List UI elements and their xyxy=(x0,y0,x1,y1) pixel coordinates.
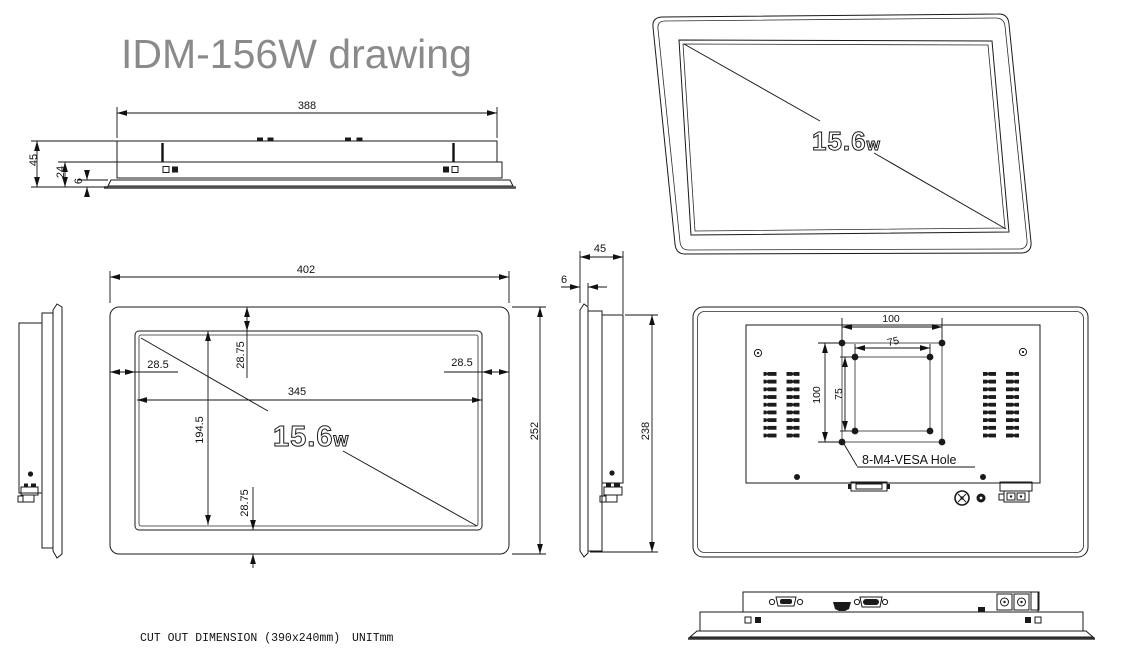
dim-vesa-100-v: 100 xyxy=(811,342,840,443)
dim-252-label: 252 xyxy=(529,422,541,440)
dim-vesa-75-h-label: 75 xyxy=(886,335,900,350)
vent-slots-right-1 xyxy=(983,372,996,438)
rear-power-terminal xyxy=(998,481,1033,503)
vent-slots-right-2 xyxy=(1006,372,1019,438)
dim-238: 238 xyxy=(590,314,658,553)
dim-vesa-100-h: 100 xyxy=(841,312,943,340)
top-profile-view: 388 45 24 6 xyxy=(28,100,516,197)
dim-6-side-label: 6 xyxy=(561,274,567,286)
bottom-view xyxy=(688,591,1095,640)
dim-vesa-100-v-label: 100 xyxy=(811,386,823,404)
drawing-title: IDM-156W drawing xyxy=(121,31,472,77)
dim-28-75-top-label: 28.75 xyxy=(235,341,247,369)
hdmi-connector xyxy=(833,602,851,611)
dim-24-profile-label: 24 xyxy=(55,166,67,178)
dim-28-5-right: 28.5 xyxy=(444,357,509,375)
unit-note: UNITmm xyxy=(352,632,394,645)
dim-402: 402 xyxy=(109,264,510,303)
bottom-small-port xyxy=(978,607,985,612)
dim-24-profile: 24 xyxy=(55,161,117,187)
rear-led-indicator xyxy=(976,493,986,503)
dim-238-label: 238 xyxy=(640,422,652,440)
dim-252: 252 xyxy=(512,306,546,555)
dim-28-5-left-label: 28.5 xyxy=(147,359,168,371)
dim-6-profile: 6 xyxy=(73,170,108,197)
dim-45-profile-label: 45 xyxy=(28,154,40,166)
vesa-hole-callout: 8-M4-VESA Hole xyxy=(843,443,975,468)
vesa-hole-label: 8-M4-VESA Hole xyxy=(862,453,957,467)
dim-28-5-right-label: 28.5 xyxy=(451,357,472,369)
rear-db9-connector xyxy=(848,481,890,492)
rear-view: 100 75 100 75 8-M4-VESA Hole xyxy=(692,306,1089,558)
dim-345-label: 345 xyxy=(288,386,306,398)
dim-vesa-75-h: 75 xyxy=(854,335,931,354)
dim-45-side: 45 xyxy=(579,243,624,314)
dim-194-5-label: 194.5 xyxy=(194,416,206,444)
side-view: 45 6 238 xyxy=(561,243,658,558)
vent-slots-left-2 xyxy=(786,372,800,438)
vga-connector xyxy=(768,596,804,607)
dim-6-side: 6 xyxy=(561,274,607,306)
bottom-power-block xyxy=(996,591,1040,611)
dim-402-label: 402 xyxy=(297,264,315,276)
dim-345: 345 xyxy=(137,386,482,403)
dim-45-profile: 45 xyxy=(28,140,117,188)
dim-vesa-75-v-label: 75 xyxy=(833,388,845,400)
dim-28-75-bottom-label: 28.75 xyxy=(239,489,251,517)
dim-388: 388 xyxy=(116,100,498,138)
dim-28-75-bottom: 28.75 xyxy=(239,487,256,568)
dim-vesa-100-h-label: 100 xyxy=(882,313,900,325)
dim-vesa-75-v: 75 xyxy=(833,356,853,432)
screen-size-label-perspective: 15.6w xyxy=(812,126,881,156)
dim-194-5: 194.5 xyxy=(194,331,211,525)
db9-connector xyxy=(853,596,889,608)
left-side-view xyxy=(17,303,63,559)
dim-388-label: 388 xyxy=(298,100,316,112)
dim-45-side-label: 45 xyxy=(594,243,606,255)
front-view: 15.6w 402 252 28.5 28.5 28.75 xyxy=(109,264,546,568)
dim-6-profile-label: 6 xyxy=(73,178,85,184)
perspective-view: 15.6w xyxy=(652,13,1032,255)
vent-slots-left-1 xyxy=(763,372,777,438)
vesa-pattern xyxy=(838,339,946,446)
rear-power-button[interactable] xyxy=(954,490,970,506)
dim-28-5-left: 28.5 xyxy=(110,359,178,375)
screen-size-label-front: 15.6w xyxy=(273,421,349,453)
dim-28-75-top: 28.75 xyxy=(235,307,250,378)
cutout-note: CUT OUT DIMENSION (390x240mm)UNITmm xyxy=(140,632,394,645)
